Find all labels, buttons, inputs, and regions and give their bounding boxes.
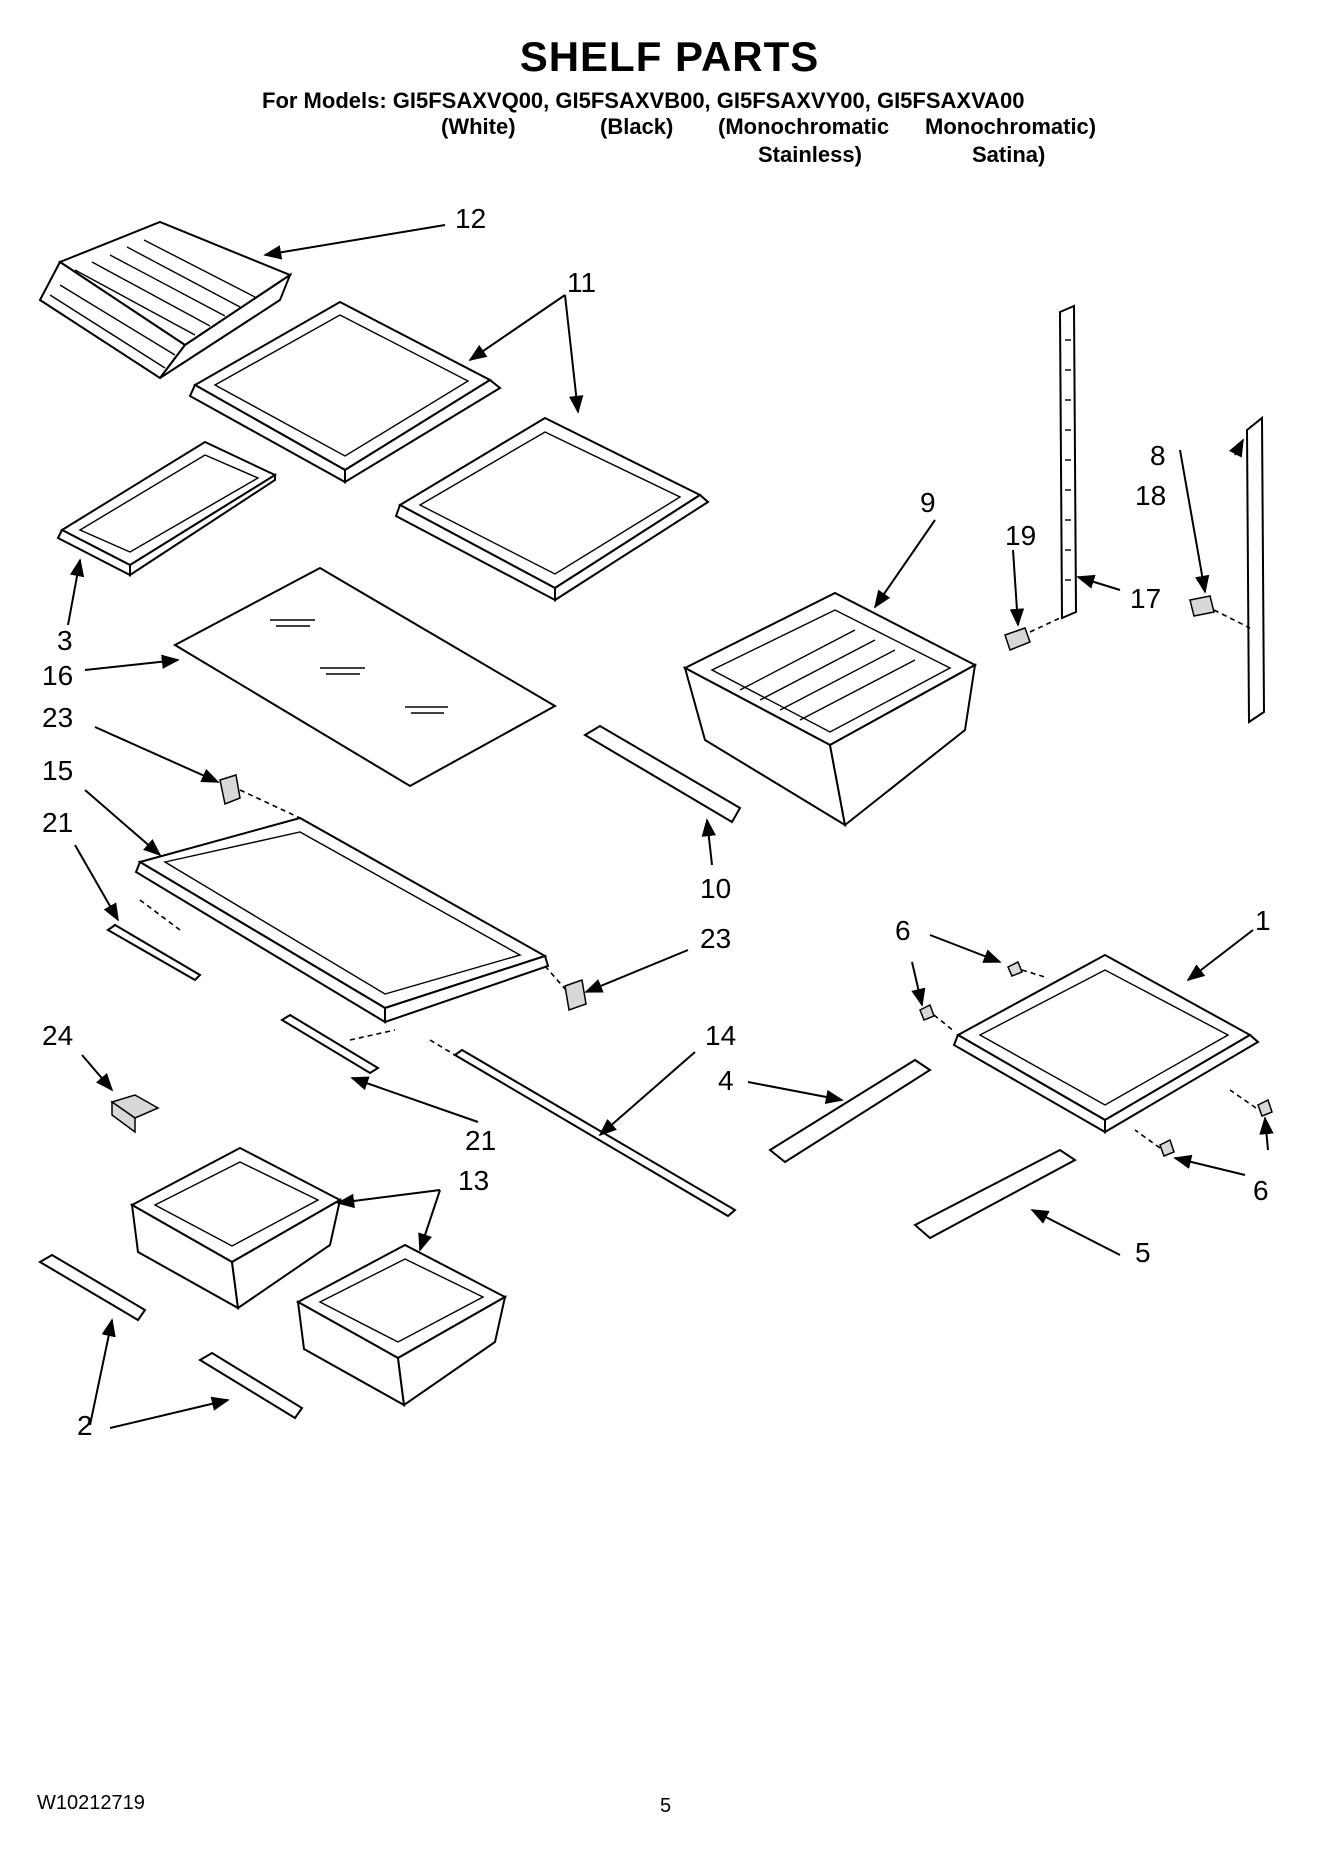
- callout-6b: 6: [1253, 1175, 1269, 1206]
- callout-18: 18: [1135, 480, 1166, 511]
- callout-13: 13: [458, 1165, 489, 1196]
- callout-17: 17: [1130, 583, 1161, 614]
- part-18-screw: [1189, 595, 1251, 629]
- callout-8: 8: [1150, 440, 1166, 471]
- part-16-glass-panel: [172, 566, 558, 788]
- callout-10: 10: [700, 873, 731, 904]
- callout-4: 4: [718, 1065, 734, 1096]
- callout-23b: 23: [700, 923, 731, 954]
- part-19-screw: [1004, 617, 1061, 651]
- part-11-shelf-a: [188, 300, 502, 484]
- color-black: (Black): [600, 114, 674, 139]
- color-satina-line2: Satina): [972, 142, 1046, 167]
- part-10-drawer-trim: [583, 724, 742, 824]
- part-2-handle-a: [38, 1253, 147, 1322]
- callout-19: 19: [1005, 520, 1036, 551]
- part-4-shelf-slide: [768, 1058, 932, 1164]
- part-24-bracket: [110, 1094, 160, 1134]
- callout-16: 16: [42, 660, 73, 691]
- callout-11: 11: [567, 267, 596, 298]
- callout-23a: 23: [42, 702, 73, 733]
- part-23-clip-a: [219, 774, 301, 819]
- part-6-screws: [919, 960, 1273, 1157]
- color-stainless-line2: Stainless): [758, 142, 862, 167]
- callout-12: 12: [455, 203, 486, 234]
- part-14-rail-strip: [429, 1039, 737, 1218]
- part-11-shelf-b: [394, 416, 710, 602]
- color-mono-stainless: (Monochromatic: [718, 114, 890, 139]
- models-line: For Models: GI5FSAXVQ00, GI5FSAXVB00, GI…: [262, 88, 1025, 113]
- callout-6a: 6: [895, 915, 911, 946]
- part-9-deli-drawer: [682, 591, 978, 828]
- part-3-small-shelf: [56, 440, 278, 577]
- callout-3: 3: [57, 625, 73, 656]
- color-white: (White): [441, 114, 516, 139]
- callout-labels: 12 11 3 16 23 15 21 9 19 18 8 17 10 23 6…: [42, 203, 1271, 1441]
- part-21-slide-a: [106, 899, 202, 982]
- callout-15: 15: [42, 755, 73, 786]
- page-title: SHELF PARTS: [519, 33, 820, 80]
- leader-lines: [67, 224, 1274, 1429]
- callout-2: 2: [77, 1410, 93, 1441]
- callout-24: 24: [42, 1020, 73, 1051]
- part-5-shelf-slide: [913, 1148, 1077, 1240]
- color-mono-satina: Monochromatic): [925, 114, 1097, 139]
- callout-1: 1: [1255, 905, 1271, 936]
- part-15-shelf-frame: [134, 816, 550, 1024]
- part-1-shelf: [952, 953, 1260, 1134]
- callout-9: 9: [920, 487, 936, 518]
- part-13-drawer-a: [129, 1146, 343, 1310]
- part-13-drawer-b: [295, 1243, 508, 1407]
- part-17-ladder-rail: [1058, 304, 1078, 620]
- callout-21a: 21: [42, 807, 73, 838]
- part-2-handle-b: [198, 1351, 304, 1420]
- callout-14: 14: [705, 1020, 736, 1051]
- part-12-wire-basket: [38, 220, 293, 380]
- page-number: 5: [660, 1795, 672, 1817]
- part-8-rail: [1245, 415, 1266, 724]
- doc-number: W10212719: [37, 1792, 145, 1814]
- part-21-slide-b: [280, 1013, 396, 1075]
- callout-21b: 21: [465, 1125, 496, 1156]
- part-23-clip-b: [544, 965, 587, 1012]
- callout-5: 5: [1135, 1237, 1151, 1268]
